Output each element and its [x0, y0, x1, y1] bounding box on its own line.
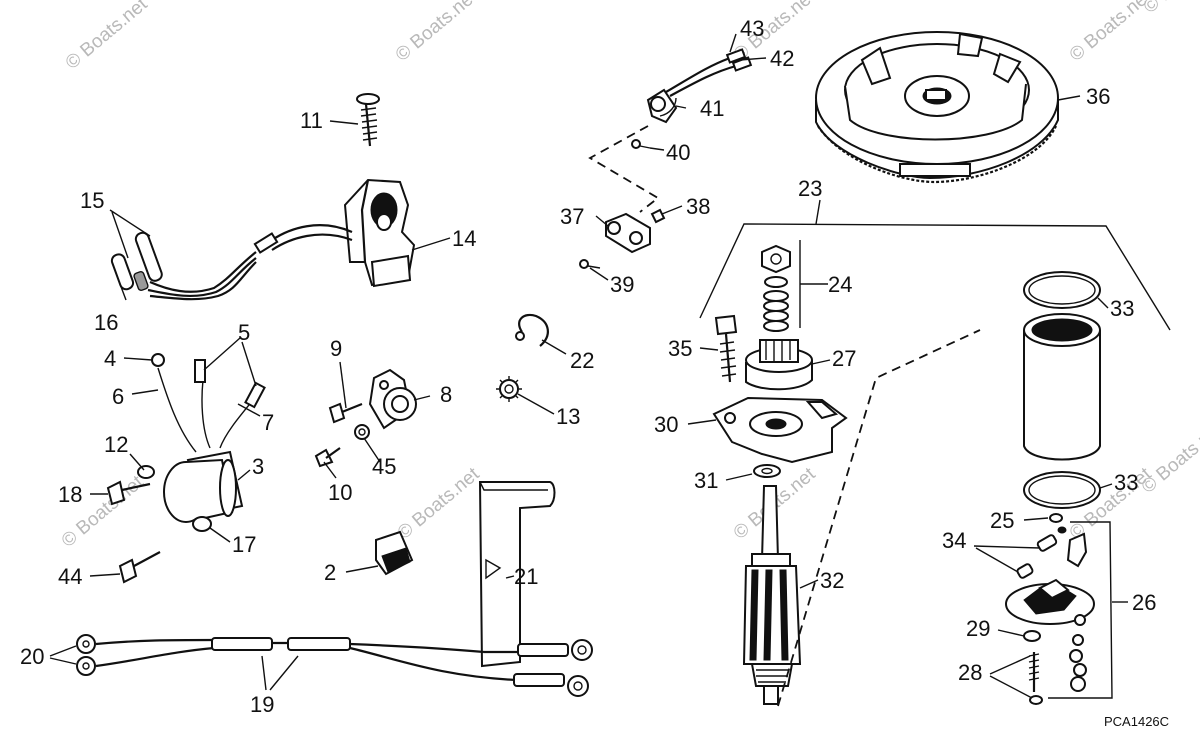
callout-15: 15	[80, 188, 104, 213]
part-35-bolt	[714, 314, 738, 383]
leader-dashed-41-37	[588, 125, 660, 213]
part-25-washer	[1049, 513, 1063, 523]
callout-35: 35	[668, 336, 692, 361]
callout-30: 30	[654, 412, 678, 437]
callout-7: 7	[262, 410, 274, 435]
part-27-drive-gear	[745, 339, 813, 391]
part-3-relay	[151, 353, 266, 523]
callout-34: 34	[942, 528, 966, 553]
part-41-terminal	[646, 88, 678, 124]
callout-20: 20	[20, 644, 44, 669]
part-24-pinion-stack	[761, 240, 801, 332]
part-30-end-cap	[712, 396, 848, 464]
callout-36: 36	[1086, 84, 1110, 109]
callout-41: 41	[700, 96, 724, 121]
callout-32: 32	[820, 568, 844, 593]
callout-9: 9	[330, 336, 342, 361]
part-31-washer	[753, 464, 781, 478]
part-9-screw	[328, 402, 363, 424]
part-12-18-screw-washer	[106, 465, 155, 506]
callout-38: 38	[686, 194, 710, 219]
group-23-leader	[815, 199, 821, 225]
part-42-43-leads	[665, 48, 753, 97]
part-14-sensor	[343, 178, 416, 288]
part-33-o-ring-bottom	[1023, 471, 1101, 509]
callout-37: 37	[560, 204, 584, 229]
group-26-bracket	[1048, 521, 1113, 699]
part-37-bracket	[605, 212, 651, 254]
callout-10: 10	[328, 480, 352, 505]
part-29-washer	[1023, 630, 1041, 642]
callout-numbers: 2 3 4 5 6 7 8 9 10 11 12 13 14 15 16 17 …	[20, 16, 1169, 729]
callout-24: 24	[828, 272, 852, 297]
part-2-clip	[375, 530, 414, 576]
callout-4: 4	[104, 346, 116, 371]
part-38-nut	[650, 208, 666, 224]
callout-11: 11	[300, 108, 323, 133]
callout-45: 45	[372, 454, 396, 479]
part-19-20-wiring-harness	[76, 634, 593, 697]
callout-33-top: 33	[1110, 296, 1134, 321]
part-starter-housing	[1023, 313, 1101, 461]
part-32-armature	[742, 485, 802, 705]
callout-3: 3	[252, 454, 264, 479]
part-28-screws	[1028, 652, 1043, 705]
callout-31: 31	[694, 468, 718, 493]
callout-18: 18	[58, 482, 82, 507]
part-22-clip-ring	[515, 313, 549, 347]
callout-43: 43	[740, 16, 764, 41]
callout-8: 8	[440, 382, 452, 407]
part-45-lockwasher	[354, 424, 370, 440]
watermark: © Boats.net	[392, 0, 482, 66]
callout-22: 22	[570, 348, 594, 373]
callout-44: 44	[58, 564, 82, 589]
part-33-o-ring-top	[1023, 271, 1101, 309]
watermark: © Boats.net	[1140, 0, 1200, 18]
callout-29: 29	[966, 616, 990, 641]
leader-lines	[49, 33, 1128, 699]
part-26-brush-plate	[1005, 578, 1095, 692]
part-11-screw	[356, 93, 380, 147]
callout-16: 16	[94, 310, 118, 335]
callout-25: 25	[990, 508, 1014, 533]
watermark: © Boats.net	[1138, 417, 1200, 498]
part-39-screw	[579, 259, 601, 269]
callout-26: 26	[1132, 590, 1156, 615]
part-36-flywheel	[815, 31, 1059, 184]
callout-12: 12	[104, 432, 128, 457]
callout-28: 28	[958, 660, 982, 685]
diagram-code: PCA1426C	[1104, 714, 1169, 729]
callout-42: 42	[770, 46, 794, 71]
part-34-brushes	[1016, 526, 1088, 579]
callout-40: 40	[666, 140, 690, 165]
callout-39: 39	[610, 272, 634, 297]
callout-33-bottom: 33	[1114, 470, 1138, 495]
callout-14: 14	[452, 226, 476, 251]
part-21-cover	[478, 481, 556, 668]
group-23-bracket	[699, 223, 1171, 331]
callout-6: 6	[112, 384, 124, 409]
callout-17: 17	[232, 532, 256, 557]
part-15-16-leads	[110, 224, 353, 301]
callout-23: 23	[798, 176, 822, 201]
callout-21: 21	[514, 564, 538, 589]
part-8-clamp	[368, 368, 417, 430]
part-17-44-screw-washer	[118, 516, 212, 584]
watermark: © Boats.net	[394, 463, 484, 544]
part-40-screw	[631, 139, 651, 149]
leader-dashed-32-26	[777, 329, 981, 707]
callout-27: 27	[832, 346, 856, 371]
watermark: © Boats.net	[62, 0, 152, 74]
callout-5: 5	[238, 320, 250, 345]
part-13-star-washer	[496, 376, 522, 402]
watermark: © Boats.net	[1066, 0, 1156, 66]
callout-2: 2	[324, 560, 336, 585]
part-10-screw	[314, 447, 341, 468]
callout-19: 19	[250, 692, 274, 717]
callout-13: 13	[556, 404, 580, 429]
